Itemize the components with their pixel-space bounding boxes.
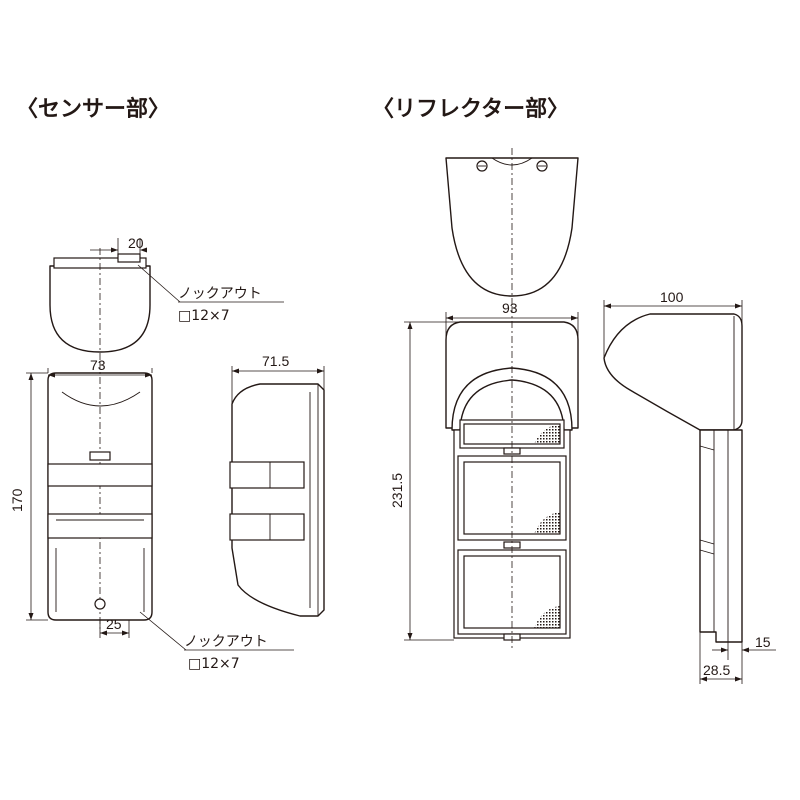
reflector-top-view xyxy=(445,148,579,306)
knockout-bottom-size: □12×7 xyxy=(188,656,240,672)
reflector-dim-93-label: 93 xyxy=(502,300,518,316)
reflector-dim-231.5: 231.5 xyxy=(389,321,460,641)
knockout-top-label: ノックアウト xyxy=(178,286,262,302)
knockout-top-size: □12×7 xyxy=(178,308,230,324)
sensor-dim-71.5-label: 71.5 xyxy=(262,353,289,369)
sensor-side-view xyxy=(229,383,325,617)
sensor-dim-71.5: 71.5 xyxy=(231,353,325,404)
reflector-section-title: 〈リフレクター部〉 xyxy=(372,96,569,122)
reflector-dim-28.5: 28.5 xyxy=(699,632,743,684)
reflector-dim-15: 15 xyxy=(712,634,776,660)
sensor-dim-25: 25 xyxy=(99,616,130,638)
sensor-top-view xyxy=(49,248,151,362)
sensor-front-view xyxy=(47,362,153,632)
sensor-dim-25-label: 25 xyxy=(106,616,122,632)
reflector-dim-15-label: 15 xyxy=(755,634,771,650)
reflector-dim-100: 100 xyxy=(603,289,743,358)
knockout-bottom-label: ノックアウト xyxy=(184,634,268,650)
sensor-dim-170-label: 170 xyxy=(9,488,25,512)
sensor-knockout-top: ノックアウト □12×7 xyxy=(137,264,284,324)
reflector-dim-28.5-label: 28.5 xyxy=(703,662,730,678)
reflector-side-view xyxy=(603,313,743,643)
sensor-dim-20: 20 xyxy=(90,235,147,256)
reflector-dim-93: 93 xyxy=(445,300,579,336)
sensor-dim-170: 170 xyxy=(9,372,48,621)
sensor-dim-73: 73 xyxy=(47,357,153,378)
sensor-section-title: 〈センサー部〉 xyxy=(16,96,170,122)
reflector-dim-231.5-label: 231.5 xyxy=(389,473,405,508)
sensor-dim-73-label: 73 xyxy=(90,357,106,373)
reflector-dim-100-label: 100 xyxy=(660,289,684,305)
sensor-knockout-bottom: ノックアウト □12×7 xyxy=(139,611,294,672)
reflector-front-view xyxy=(445,306,579,650)
sensor-dim-20-label: 20 xyxy=(128,235,144,251)
